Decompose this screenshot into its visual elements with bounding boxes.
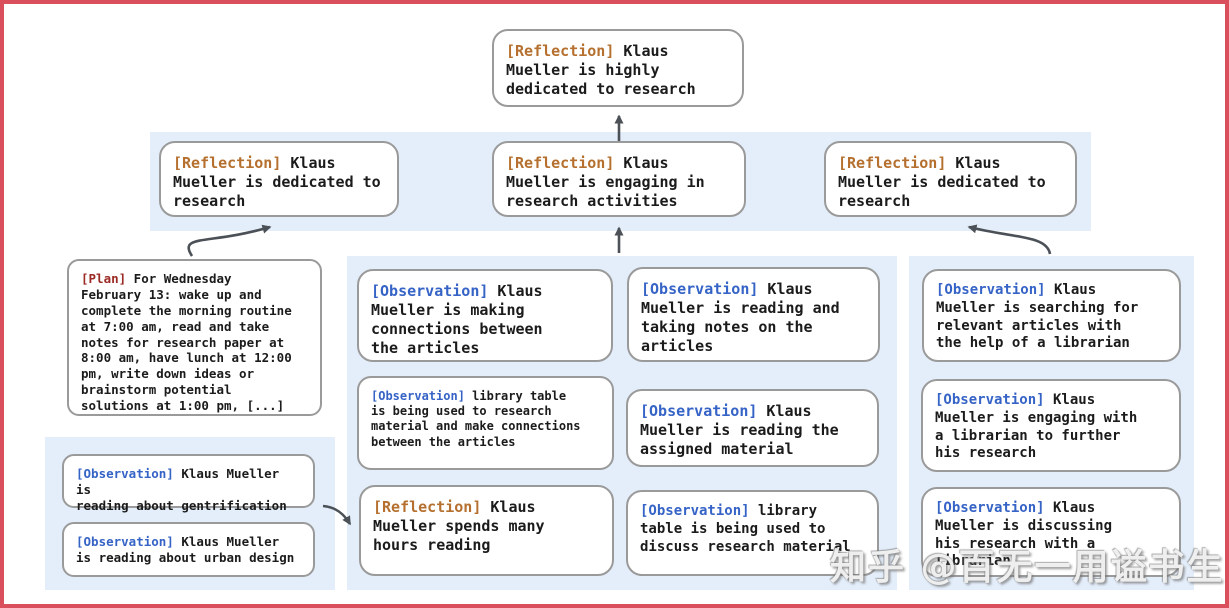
observation-tag: [Observation] [76, 466, 174, 481]
node-text: library table is being used to discuss r… [640, 503, 851, 555]
arrow-plan-to-left-reflection [187, 224, 272, 257]
node-observation-searching-articles: [Observation] Klaus Mueller is searching… [922, 269, 1181, 362]
node-text: Klaus Mueller is engaging in research ac… [506, 154, 705, 211]
node-text: Klaus Mueller is highly dedicated to res… [506, 42, 696, 99]
node-observation-discussing-research: [Observation] Klaus Mueller is discussin… [921, 487, 1181, 577]
observation-tag: [Observation] [76, 534, 174, 549]
node-plan: [Plan] For Wednesday February 13: wake u… [67, 259, 322, 416]
node-text: library table is being used to research … [371, 389, 581, 449]
node-observation-engaging-librarian: [Observation] Klaus Mueller is engaging … [921, 379, 1181, 472]
node-text: Klaus Mueller is making connections betw… [371, 282, 543, 358]
reflection-tag: [Reflection] [838, 154, 947, 172]
reflection-tag: [Reflection] [506, 42, 615, 60]
node-reflection-left: [Reflection] Klaus Mueller is dedicated … [159, 141, 399, 217]
node-text: Klaus Mueller is dedicated to research [173, 154, 381, 211]
observation-tag: [Observation] [935, 392, 1045, 408]
reflection-tag: [Reflection] [506, 154, 615, 172]
node-observation-reading-taking-notes: [Observation] Klaus Mueller is reading a… [627, 267, 880, 362]
node-observation-reading-assigned-material: [Observation] Klaus Mueller is reading t… [626, 389, 879, 467]
node-text: For Wednesday February 13: wake up and c… [81, 271, 292, 413]
node-text: Klaus Mueller is reading about urban des… [76, 534, 295, 565]
node-reflection-middle: [Reflection] Klaus Mueller is engaging i… [492, 141, 746, 217]
observation-tag: [Observation] [935, 500, 1045, 516]
node-text: Klaus Mueller is reading the assigned ma… [640, 402, 839, 459]
node-reflection-right: [Reflection] Klaus Mueller is dedicated … [824, 141, 1077, 217]
node-observation-making-connections: [Observation] Klaus Mueller is making co… [357, 269, 613, 362]
node-text: Klaus Mueller is engaging with a librari… [935, 392, 1138, 462]
plan-tag: [Plan] [81, 271, 127, 286]
zhihu-watermark: 知乎 @百无一用谥书生 [830, 547, 1225, 588]
node-observation-gentrification: [Observation] Klaus Mueller is reading a… [62, 454, 315, 513]
reflection-tag: [Reflection] [173, 154, 282, 172]
node-text: Klaus Mueller is searching for relevant … [936, 282, 1139, 352]
node-observation-library-table-discuss: [Observation] library table is being use… [626, 490, 879, 576]
node-reflection-spends-hours-reading: [Reflection] Klaus Mueller spends many h… [359, 485, 614, 576]
reflection-tag: [Reflection] [373, 498, 482, 516]
observation-tag: [Observation] [936, 282, 1046, 298]
observation-tag: [Observation] [371, 389, 465, 403]
node-text: Klaus Mueller is dedicated to research [838, 154, 1046, 211]
observation-tag: [Observation] [641, 280, 759, 298]
observation-tag: [Observation] [640, 402, 758, 420]
node-text: Klaus Mueller is reading and taking note… [641, 280, 840, 356]
observation-tag: [Observation] [371, 282, 489, 300]
node-reflection-top: [Reflection] Klaus Mueller is highly ded… [492, 29, 744, 107]
node-observation-library-table-research: [Observation] library table is being use… [357, 376, 614, 470]
observation-tag: [Observation] [640, 503, 750, 519]
node-text: Klaus Mueller is reading about gentrific… [76, 466, 287, 513]
node-text: Klaus Mueller is discussing his research… [935, 500, 1113, 570]
node-text: Klaus Mueller spends many hours reading [373, 498, 545, 555]
node-observation-urban-design: [Observation] Klaus Mueller is reading a… [62, 522, 315, 577]
arrow-band-to-right-reflection [967, 224, 1052, 255]
